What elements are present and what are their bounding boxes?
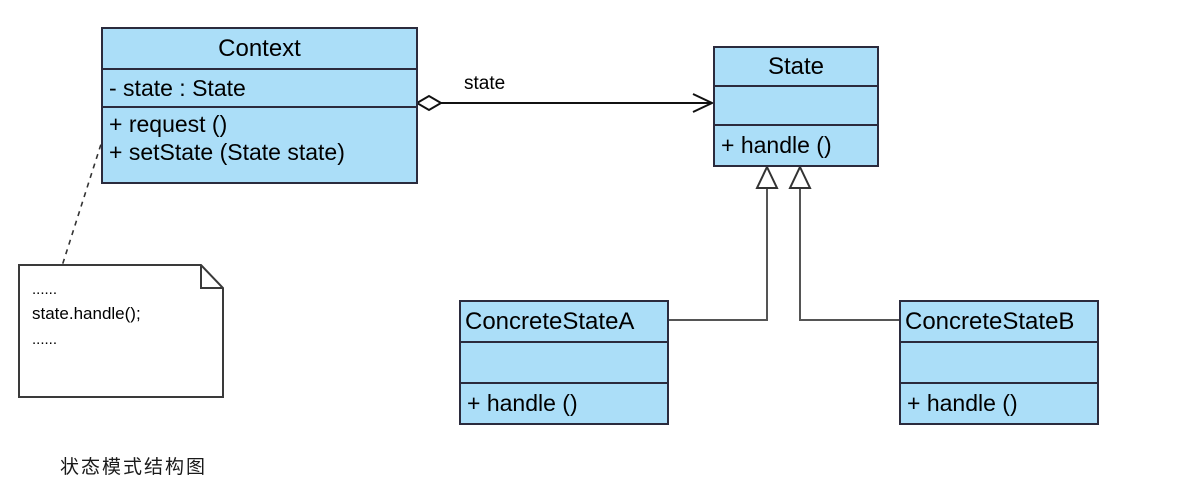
association-label-state: state xyxy=(464,73,506,94)
generalization-triangle-b-icon xyxy=(788,164,812,189)
generalization-line-a xyxy=(668,188,768,321)
class-operations-context: + request () + setState (State state) xyxy=(103,106,416,182)
class-name-state: State xyxy=(767,52,825,80)
class-attributes-state xyxy=(715,85,877,124)
class-box-state[interactable]: State + handle () xyxy=(713,46,879,167)
class-attribute-context-0: - state : State xyxy=(103,68,416,106)
class-box-concrete-state-a[interactable]: ConcreteStateA + handle () xyxy=(459,300,669,425)
generalization-b-to-state xyxy=(788,164,899,321)
class-box-concrete-state-b[interactable]: ConcreteStateB + handle () xyxy=(899,300,1099,425)
class-operation-context-1: + setState (State state) xyxy=(109,139,345,166)
class-operation-state-0: + handle () xyxy=(715,124,877,165)
association-context-state xyxy=(415,93,715,113)
figure-caption: 状态模式结构图 xyxy=(60,456,208,478)
class-name-context: Context xyxy=(218,34,301,62)
generalization-line-b xyxy=(799,188,899,321)
generalization-a-to-state xyxy=(668,164,779,321)
aggregation-diamond-icon xyxy=(415,94,443,112)
class-operation-context-0: + request () xyxy=(109,111,228,137)
note-anchor-line xyxy=(61,115,111,267)
note-line-0: ...... xyxy=(32,281,58,298)
class-name-concrete-state-b: ConcreteStateB xyxy=(905,307,1075,335)
note-text: ...... state.handle(); ...... xyxy=(32,278,141,351)
class-attributes-concrete-state-b xyxy=(901,341,1097,382)
class-operation-concrete-state-b-0: + handle () xyxy=(901,382,1097,423)
generalization-triangle-a-icon xyxy=(755,164,779,189)
class-operation-concrete-state-a-0: + handle () xyxy=(461,382,667,423)
note-box[interactable]: ...... state.handle(); ...... xyxy=(18,264,224,398)
class-name-concrete-state-a: ConcreteStateA xyxy=(465,307,635,335)
class-box-context[interactable]: Context - state : State + request () + s… xyxy=(101,27,418,184)
note-shape-icon xyxy=(18,264,224,398)
class-attributes-concrete-state-a xyxy=(461,341,667,382)
open-arrowhead-icon xyxy=(692,93,715,113)
note-line-2: ...... xyxy=(32,330,58,348)
note-line-1: state.handle(); xyxy=(32,304,141,324)
